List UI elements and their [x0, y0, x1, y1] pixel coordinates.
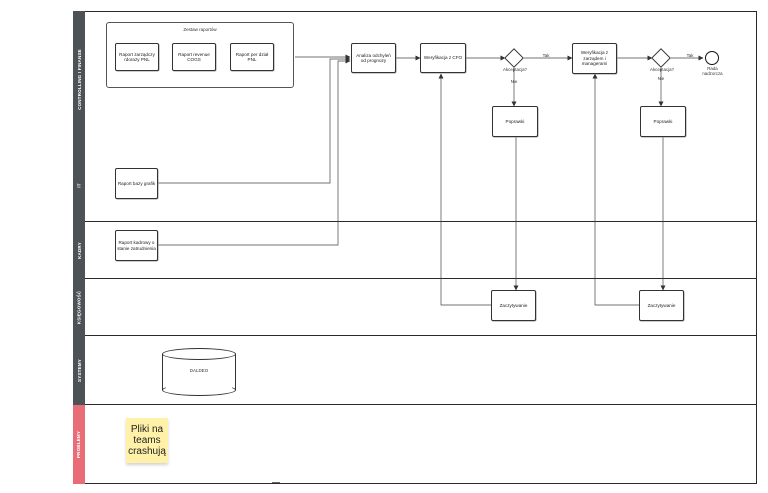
node-analiza[interactable]: Analiza odchyleń od prognozy — [351, 43, 396, 73]
node-weryfikacja-zarzad[interactable]: Weryfikacja z zarządem i managerami — [572, 43, 617, 74]
node-raport-kadrowy[interactable]: Raport kadrowy o stanie zatrudnienia — [115, 230, 158, 261]
scroll-indicator — [272, 482, 280, 483]
database-bottom — [162, 384, 236, 396]
node-zaczytywanie-1[interactable]: Zaczytywanie — [491, 290, 536, 321]
node-raport-zarzadczy[interactable]: Raport zarządczy rdorazy PNL — [115, 43, 159, 71]
node-zaczytywanie-2[interactable]: Zaczytywanie — [639, 290, 684, 321]
label-akceptacja-1: Akceptacja? — [503, 67, 527, 72]
lane-problemy-body — [85, 405, 756, 484]
node-raport-bazy[interactable]: Raport bazy grafik — [115, 168, 158, 199]
report-group-title: Zestaw raportów — [183, 27, 217, 32]
node-raport-revenue[interactable]: Raport revenue COGS — [172, 43, 216, 71]
lane-it-body — [85, 148, 756, 222]
sticky-note[interactable]: Pliki na teams crashują — [126, 418, 168, 463]
lane-title: IT — [76, 182, 82, 188]
lane-title: PROBLEMY — [76, 430, 82, 459]
label-akceptacja-2: Akceptacja? — [650, 67, 674, 72]
lane-kadry-header: KADRY — [73, 222, 85, 279]
label-tak-1: Tak — [542, 53, 550, 58]
lane-it-header: IT — [73, 148, 85, 222]
node-poprawki-1[interactable]: Poprawki — [492, 106, 538, 137]
node-weryfikacja-cfo[interactable]: Weryfikacja z CFO — [420, 43, 466, 73]
lane-ksiegowosc-header: KSIĘGOWOŚĆ — [73, 279, 85, 336]
lane-title: KSIĘGOWOŚĆ — [76, 290, 82, 325]
node-poprawki-2[interactable]: Poprawki — [640, 106, 686, 137]
lane-problemy-header: PROBLEMY — [73, 405, 85, 484]
label-nie-2: Nie — [657, 76, 665, 81]
database-top — [162, 348, 236, 360]
lane-title: CONTROLLING I FINANSE — [76, 49, 82, 110]
lane-title: KADRY — [76, 242, 82, 259]
node-raport-per-dzial[interactable]: Raport per dział PNL — [230, 43, 274, 71]
database-label: DALDEO — [189, 368, 209, 373]
end-event[interactable] — [705, 51, 719, 65]
label-tak-2: Tak — [686, 53, 694, 58]
label-rada: Rada nadzorcza — [702, 66, 723, 76]
lane-title: SYSTEMY — [76, 359, 82, 382]
lane-kadry-body — [85, 222, 756, 279]
lane-controlling-header: CONTROLLING I FINANSE — [73, 11, 85, 148]
lane-systemy-header: SYSTEMY — [73, 336, 85, 405]
diagram-border — [756, 11, 757, 484]
label-nie-1: Nie — [510, 79, 518, 84]
database-daldeo[interactable]: DALDEO — [162, 348, 236, 396]
